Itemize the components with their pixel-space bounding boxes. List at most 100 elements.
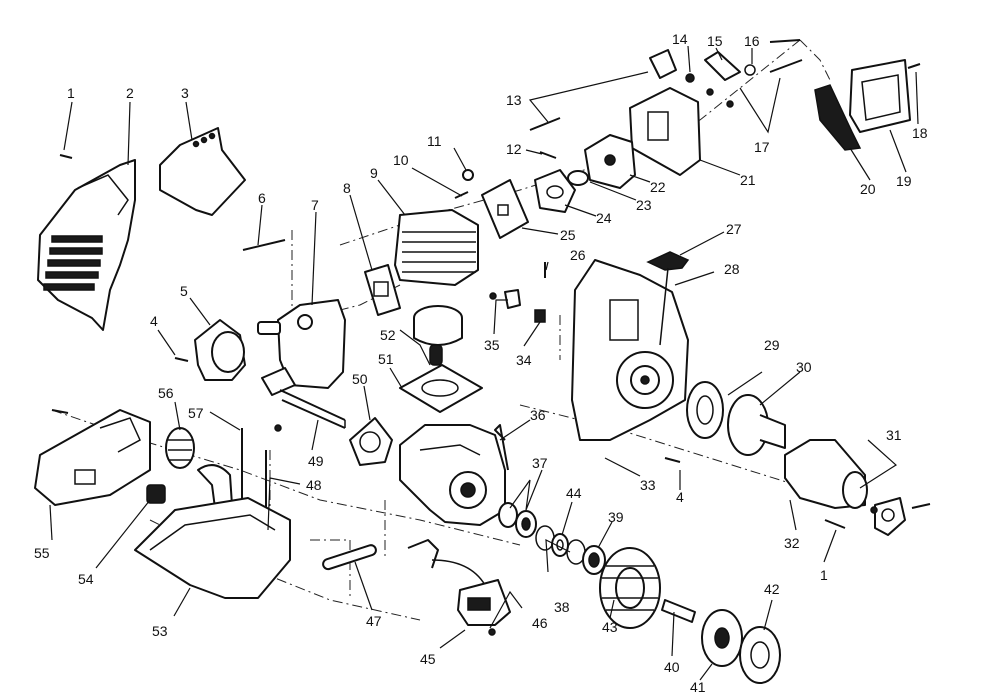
callout-36: 36 [530,407,546,423]
part-30-drum [727,394,786,456]
callout-53: 53 [152,623,168,639]
callout-41: 41 [690,679,706,695]
callout-46: 46 [532,615,548,631]
callout-26: 26 [570,247,586,263]
callout-20: 20 [860,181,876,197]
callout-16: 16 [744,33,760,49]
callout-7: 7 [311,197,319,213]
part-47-strip [322,544,377,571]
part-50-gasket [349,417,393,466]
callout-54: 54 [78,571,94,587]
part-14-primer [649,49,677,79]
callout-40: 40 [664,659,680,675]
part-9-cylinder [394,209,479,286]
callout-14: 14 [672,31,688,47]
callout-29: 29 [764,337,780,353]
callout-32: 32 [784,535,800,551]
callout-56: 56 [158,385,174,401]
callout-55: 55 [34,545,50,561]
part-56-bulb [165,427,195,469]
part-8-gasket [364,264,401,316]
callout-19: 19 [896,173,912,189]
part-15-lever [704,51,741,81]
part-51-gasket [399,364,483,413]
callout-28: 28 [724,261,740,277]
part-5-plate [194,319,246,381]
part-39-bearing [582,545,606,575]
part-55-housing [34,409,151,506]
part-21-filter-base [629,87,701,176]
part-45-ignition [407,539,511,626]
part-23-gasket [567,170,589,186]
callout-18: 18 [912,125,928,141]
callout-38: 38 [554,599,570,615]
part-44-washer [551,533,569,557]
callout-4-b: 4 [676,489,684,505]
callout-13: 13 [506,92,522,108]
callout-24: 24 [596,210,612,226]
callout-2: 2 [126,85,134,101]
part-40-shaft [661,599,696,623]
callout-47: 47 [366,613,382,629]
part-31-bracket [874,497,906,536]
part-43-flywheel [599,547,661,629]
callout-labels: 1 2 3 4 5 6 7 8 9 10 11 12 13 14 15 16 1… [34,31,928,695]
callout-10: 10 [393,152,409,168]
part-32-clutch-housing [784,439,868,509]
callout-21: 21 [740,172,756,188]
part-52-piston [413,305,463,366]
callout-44: 44 [566,485,582,501]
callout-11: 11 [427,133,442,149]
callout-6: 6 [258,190,266,206]
part-54-clip [146,484,166,504]
part-37-seals [498,502,537,538]
callout-25: 25 [560,227,576,243]
callout-34: 34 [516,352,532,368]
callout-48: 48 [306,477,322,493]
callout-15: 15 [707,33,723,49]
callout-23: 23 [636,197,652,213]
part-42-pulley [739,626,781,684]
part-20-filter-element [814,84,862,151]
callout-5: 5 [180,283,188,299]
part-2-cover [37,159,136,331]
part-36-crankcase [399,424,509,526]
part-29-pulley [686,381,724,439]
part-3-shield [159,127,246,216]
callout-49: 49 [308,453,324,469]
callout-52: 52 [380,327,396,343]
callout-37: 37 [532,455,548,471]
callout-50: 50 [352,371,368,387]
callout-31: 31 [886,427,902,443]
callout-39: 39 [608,509,624,525]
callout-8: 8 [343,180,351,196]
callout-9: 9 [370,165,378,181]
part-25-plate [481,179,529,239]
callout-57: 57 [188,405,204,421]
part-53-fuel-tank [134,497,291,599]
callout-33: 33 [640,477,656,493]
callout-4: 4 [150,313,158,329]
part-19-filter-cover [849,59,911,133]
part-49-crankshaft [261,367,346,429]
part-41-pulley [701,609,743,667]
callout-27: 27 [726,221,742,237]
callout-45: 45 [420,651,436,667]
callout-22: 22 [650,179,666,195]
part-24-adapter [534,169,576,213]
callout-30: 30 [796,359,812,375]
part-22-carburetor [584,134,636,189]
callout-42: 42 [764,581,780,597]
callout-51: 51 [378,351,394,367]
callout-1: 1 [67,85,75,101]
fasteners [51,39,931,636]
callout-43: 43 [602,619,618,635]
callout-1-b: 1 [820,567,828,583]
callout-3: 3 [181,85,189,101]
callout-35: 35 [484,337,500,353]
callout-12: 12 [506,141,522,157]
callout-17: 17 [754,139,770,155]
leader-lines [49,45,919,681]
part-27-handle [646,251,690,346]
